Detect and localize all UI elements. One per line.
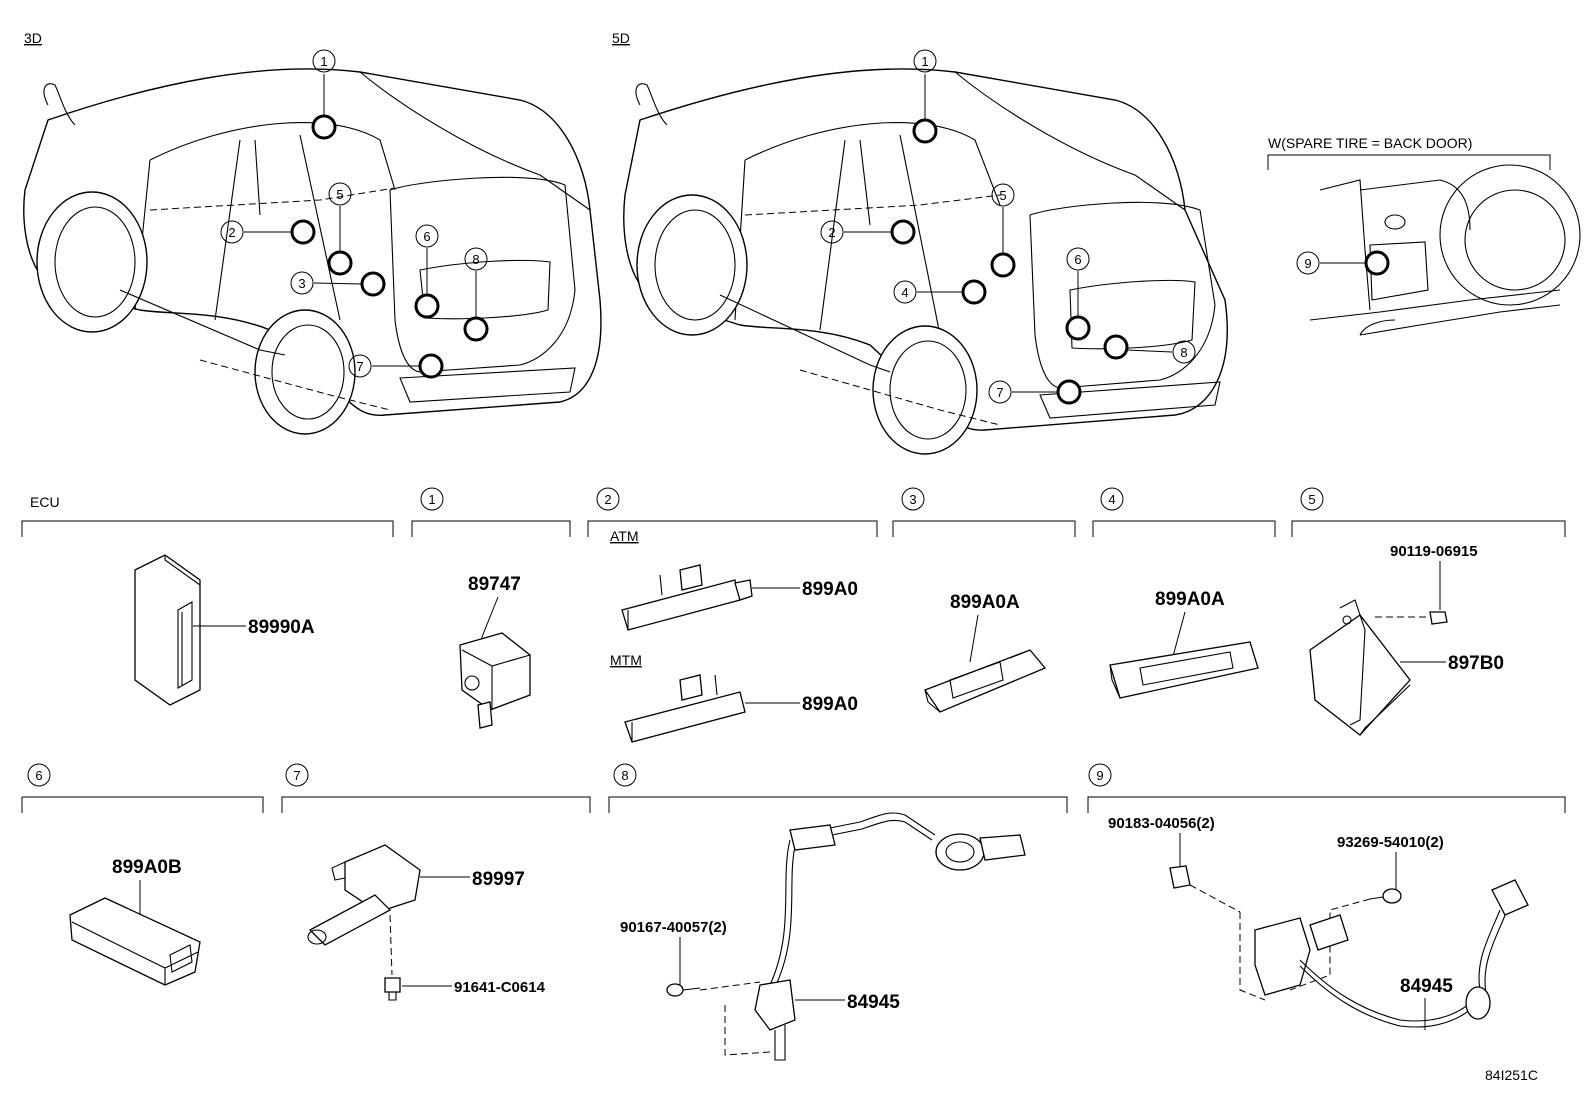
location-spot [961, 279, 987, 305]
screw-number-9: 93269-54010(2) [1337, 834, 1444, 851]
callout-5 [991, 183, 1015, 207]
svg-text:5: 5 [999, 188, 1006, 203]
callout-6 [1066, 247, 1090, 271]
spare-tire-label: W(SPARE TIRE = BACK DOOR) [1268, 135, 1472, 151]
location-spot [418, 353, 444, 379]
part-number-7: 89997 [472, 869, 525, 890]
module-5-drawing [1309, 599, 1411, 736]
svg-text:2: 2 [828, 225, 835, 240]
nut-9-drawing [1169, 865, 1191, 889]
callout-7 [348, 354, 372, 378]
bolt-7-drawing [384, 977, 401, 1001]
location-spot [414, 293, 440, 319]
vehicle-5d-callouts: 1 2 4 5 6 8 7 [820, 49, 1196, 405]
callout-2 [220, 220, 244, 244]
svg-text:9: 9 [1304, 256, 1311, 271]
callout-1 [913, 49, 937, 73]
location-spot [360, 271, 386, 297]
section-title-ecu: ECU [30, 494, 60, 510]
svg-text:5: 5 [336, 187, 343, 202]
location-spot [327, 250, 353, 276]
section-number-9: 9 [1096, 768, 1103, 783]
antenna-4-drawing [1109, 641, 1259, 699]
harness-9-drawing [1254, 879, 1529, 1028]
svg-text:8: 8 [1180, 345, 1187, 360]
callout-7 [988, 380, 1012, 404]
vehicle-3d-illustration [23, 68, 602, 435]
vehicle-3d-callouts: 1 2 3 5 6 8 7 [220, 49, 489, 379]
section-number-6: 6 [35, 768, 42, 783]
location-spot [1364, 250, 1390, 276]
part-number-6: 899A0B [112, 857, 182, 878]
location-spot [290, 219, 316, 245]
location-spot [990, 252, 1016, 278]
bolt-number-7: 91641-C0614 [454, 979, 546, 996]
section-number-7: 7 [293, 768, 300, 783]
part-number-1: 89747 [468, 574, 521, 595]
svg-text:3: 3 [298, 276, 305, 291]
location-spot [912, 118, 938, 144]
antenna-3-drawing [923, 649, 1047, 713]
svg-text:6: 6 [423, 229, 430, 244]
callout-4 [893, 280, 917, 304]
callout-5 [328, 182, 352, 206]
antenna-atm-drawing [621, 564, 753, 631]
svg-text:7: 7 [996, 385, 1003, 400]
harness-8-drawing [754, 812, 1026, 1061]
antenna-mtm-drawing [624, 674, 746, 743]
location-spot [1065, 315, 1091, 341]
label-mtm: MTM [610, 652, 642, 668]
bolt-number-5: 90119-06915 [1390, 543, 1478, 560]
callout-6 [415, 224, 439, 248]
part-number-ecu: 89990A [248, 617, 315, 638]
ecu-module-drawing [134, 554, 201, 706]
part-number-5: 897B0 [1448, 653, 1504, 674]
view-label-5d: 5D [612, 30, 630, 46]
clip-8-drawing [666, 983, 701, 997]
bracket-bolt-5-drawing [1429, 611, 1448, 625]
callout-9 [1296, 251, 1320, 275]
part-number-4: 899A0A [1155, 589, 1225, 610]
svg-text:8: 8 [472, 252, 479, 267]
svg-text:6: 6 [1074, 252, 1081, 267]
section-number-4: 4 [1108, 492, 1115, 507]
part-number-2-atm: 899A0 [802, 579, 858, 600]
location-spot [1103, 334, 1129, 360]
callout-8 [464, 247, 488, 271]
section-number-3: 3 [909, 492, 916, 507]
part-number-9: 84945 [1400, 976, 1453, 997]
part-number-2-mtm: 899A0 [802, 694, 858, 715]
location-spot [311, 114, 337, 140]
antenna-6-drawing [69, 897, 201, 986]
location-spot [1056, 379, 1082, 405]
relay-unit-drawing [459, 632, 531, 729]
clip-number-8: 90167-40057(2) [620, 919, 727, 936]
part-number-8: 84945 [847, 992, 900, 1013]
location-spot [890, 219, 916, 245]
callout-2 [820, 220, 844, 244]
switch-7-drawing [307, 844, 421, 946]
nut-number-9: 90183-04056(2) [1108, 815, 1215, 832]
svg-text:2: 2 [228, 225, 235, 240]
callout-3 [290, 271, 314, 295]
screw-9-drawing [1369, 888, 1402, 904]
figure-code: 84I251C [1485, 1067, 1538, 1083]
section-number-5: 5 [1308, 492, 1315, 507]
svg-text:1: 1 [320, 54, 327, 69]
location-spot [463, 316, 489, 342]
callout-8 [1172, 340, 1196, 364]
svg-text:1: 1 [921, 54, 928, 69]
view-label-3d: 3D [24, 30, 42, 46]
part-number-3: 899A0A [950, 592, 1020, 613]
spare-tire-illustration [1309, 164, 1581, 336]
svg-text:4: 4 [901, 285, 908, 300]
section-number-1: 1 [428, 492, 435, 507]
section-number-2: 2 [604, 492, 611, 507]
section-number-8: 8 [621, 768, 628, 783]
label-atm: ATM [610, 528, 639, 544]
svg-text:7: 7 [356, 359, 363, 374]
callout-1 [312, 49, 336, 73]
